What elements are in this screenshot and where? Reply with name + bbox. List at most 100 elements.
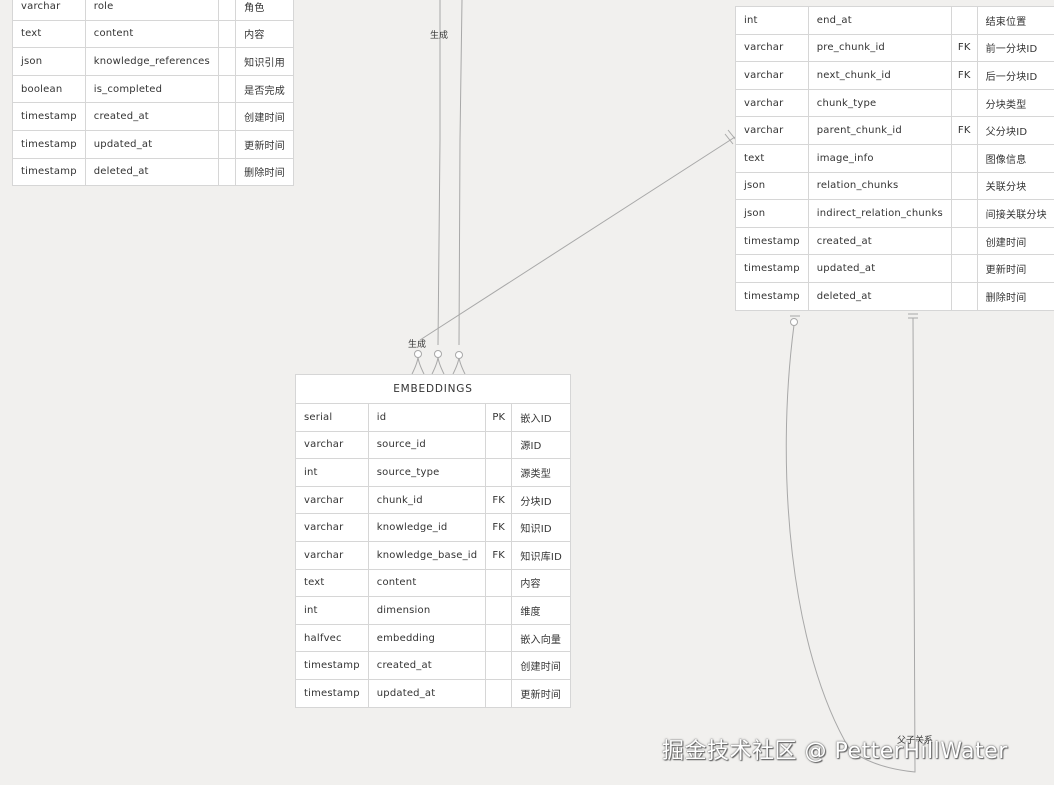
column-key: FK <box>950 116 978 145</box>
column-comment: 关联分块 <box>976 171 1054 201</box>
column-type: timestamp <box>735 254 809 283</box>
column-type: int <box>735 6 809 35</box>
column-key <box>950 254 978 283</box>
column-type: timestamp <box>12 157 86 187</box>
column-name: created_at <box>807 226 952 256</box>
column-name: embedding <box>367 623 487 653</box>
column-comment: 知识ID <box>511 513 571 542</box>
column-type: varchar <box>295 485 369 515</box>
column-key <box>217 19 237 49</box>
column-comment: 结束位置 <box>976 6 1054 35</box>
column-name: updated_at <box>84 129 219 159</box>
column-type: int <box>295 458 369 487</box>
column-type: json <box>735 199 809 228</box>
column-type: timestamp <box>295 678 369 708</box>
column-name: content <box>367 568 487 598</box>
column-type: varchar <box>735 116 809 145</box>
column-key <box>217 47 237 76</box>
column-comment: 内容 <box>235 19 294 49</box>
relation-line-generate-1 <box>437 0 441 346</box>
column-comment: 知识库ID <box>511 540 571 570</box>
column-type: varchar <box>735 33 809 63</box>
column-type: varchar <box>295 540 369 570</box>
column-type: varchar <box>12 0 86 21</box>
column-comment: 创建时间 <box>511 651 571 680</box>
column-type: varchar <box>295 513 369 542</box>
column-key <box>217 0 237 21</box>
column-type: text <box>735 143 809 173</box>
column-name: source_type <box>367 458 487 487</box>
column-comment: 更新时间 <box>511 678 571 708</box>
column-comment: 间接关联分块 <box>976 199 1054 228</box>
column-name: knowledge_references <box>84 47 219 76</box>
column-type: timestamp <box>735 281 809 311</box>
column-comment: 嵌入ID <box>511 403 571 432</box>
column-type: varchar <box>735 61 809 90</box>
column-key <box>217 157 237 187</box>
watermark: 掘金技术社区 @ PetterHillWater <box>662 739 1008 764</box>
column-comment: 源ID <box>511 430 571 460</box>
column-comment: 父分块ID <box>976 116 1054 145</box>
column-comment: 是否完成 <box>235 74 294 104</box>
crowfoot-marker <box>431 355 445 375</box>
column-name: indirect_relation_chunks <box>807 199 952 228</box>
relation-line-generate-2 <box>458 0 463 346</box>
column-key <box>950 281 978 311</box>
column-comment: 源类型 <box>511 458 571 487</box>
column-key <box>485 651 513 680</box>
column-comment: 分块类型 <box>976 88 1054 118</box>
column-key <box>950 226 978 256</box>
column-name: next_chunk_id <box>807 61 952 90</box>
column-key: PK <box>485 403 513 432</box>
column-type: serial <box>295 403 369 432</box>
label-parent-child: 父子关系 <box>897 736 934 746</box>
column-name: chunk_id <box>367 485 487 515</box>
column-key <box>950 171 978 201</box>
column-name: relation_chunks <box>807 171 952 201</box>
column-name: chunk_type <box>807 88 952 118</box>
column-key <box>485 568 513 598</box>
column-key <box>485 623 513 653</box>
column-key: FK <box>950 61 978 90</box>
column-type: timestamp <box>735 226 809 256</box>
one-one-marker <box>908 313 918 319</box>
column-comment: 图像信息 <box>976 143 1054 173</box>
column-name: knowledge_id <box>367 513 487 542</box>
column-key <box>217 129 237 159</box>
column-comment: 删除时间 <box>976 281 1054 311</box>
column-type: json <box>12 47 86 76</box>
column-name: created_at <box>367 651 487 680</box>
one-marker <box>724 129 737 145</box>
column-key <box>950 199 978 228</box>
column-comment: 分块ID <box>511 485 571 515</box>
column-comment: 嵌入向量 <box>511 623 571 653</box>
column-key <box>950 6 978 35</box>
column-name: content <box>84 19 219 49</box>
column-type: text <box>295 568 369 598</box>
column-comment: 维度 <box>511 596 571 625</box>
